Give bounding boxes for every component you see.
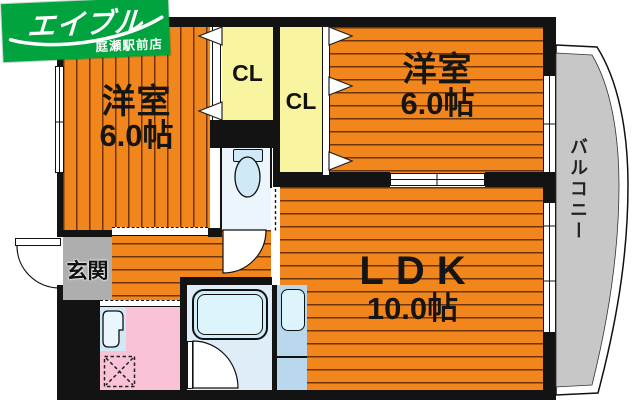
ldk-label: LDK 10.0帖 xyxy=(300,236,525,340)
bathroom-door-leaf xyxy=(187,341,193,389)
entrance-floor xyxy=(63,237,112,303)
toilet-side-gap xyxy=(271,187,280,285)
toilet-tank xyxy=(233,149,263,162)
sliding-door-washroom xyxy=(100,300,180,307)
bedroom-right-size: 6.0帖 xyxy=(400,85,475,121)
ldk-name: LDK xyxy=(359,249,478,294)
wall-cl-divider xyxy=(273,17,280,175)
wall-cl-bottom xyxy=(210,120,273,148)
wall-br-ldk-b xyxy=(485,172,543,187)
closet-left-label: CL xyxy=(232,60,263,86)
ldk-size: 10.0帖 xyxy=(366,290,459,326)
closet-left xyxy=(222,27,273,120)
agency-logo: エイブル 庭瀬駅前店 xyxy=(1,0,171,63)
bedroom-right-label: 洋室 6.0帖 xyxy=(340,38,535,134)
wall-br-ldk-a xyxy=(273,172,390,187)
bedroom-left-size: 6.0帖 xyxy=(99,117,174,153)
wall-right-a xyxy=(543,17,556,75)
closet-right-door-strip xyxy=(322,27,330,175)
wall-kitchen-left xyxy=(272,285,277,390)
bedroom-left-name: 洋室 xyxy=(101,82,172,121)
window-bedroom-right xyxy=(543,75,556,173)
sliding-door-bedroom-ldk xyxy=(390,173,485,186)
kitchen-sink-icon xyxy=(281,289,305,331)
wall-block-sw xyxy=(57,300,100,395)
entrance-door-arc xyxy=(16,245,61,289)
closet-left-door-strip xyxy=(212,27,221,120)
bedroom-right-name: 洋室 xyxy=(402,50,473,89)
wall-bath-top xyxy=(180,277,272,285)
window-ldk-balcony xyxy=(543,202,556,333)
entrance-label: 玄関 xyxy=(66,260,109,283)
closet-right xyxy=(280,27,322,175)
bedroom-left-label: 洋室 6.0帖 xyxy=(63,72,210,164)
sliding-door-bedroom-left xyxy=(112,227,208,236)
wall-hall-top-left xyxy=(57,230,112,237)
bedroom-left-floor xyxy=(63,27,210,230)
wall-toilet-right xyxy=(270,148,272,188)
kitchen-divider xyxy=(277,356,307,358)
wall-left-c xyxy=(57,285,63,303)
washbasin-counter xyxy=(100,307,126,351)
wall-top xyxy=(57,17,556,27)
wall-left-b xyxy=(57,173,63,237)
bathtub-icon xyxy=(192,289,268,340)
wall-right-b xyxy=(543,173,556,202)
wall-toilet-left xyxy=(220,148,222,230)
closet-right-label: CL xyxy=(285,87,317,114)
ldk-floor xyxy=(280,187,543,390)
entrance-door-leaf xyxy=(15,238,61,246)
wall-right-c xyxy=(543,333,556,400)
wall-wash-bath xyxy=(180,285,187,390)
logo-swoosh-icon xyxy=(8,15,164,47)
wall-bottom xyxy=(57,390,543,400)
bedroom-right-floor xyxy=(330,27,543,173)
balcony-label: バルコニー xyxy=(568,137,588,242)
agency-logo-branch: 庭瀬駅前店 xyxy=(95,37,164,55)
wall-hall-top-right xyxy=(208,228,222,237)
